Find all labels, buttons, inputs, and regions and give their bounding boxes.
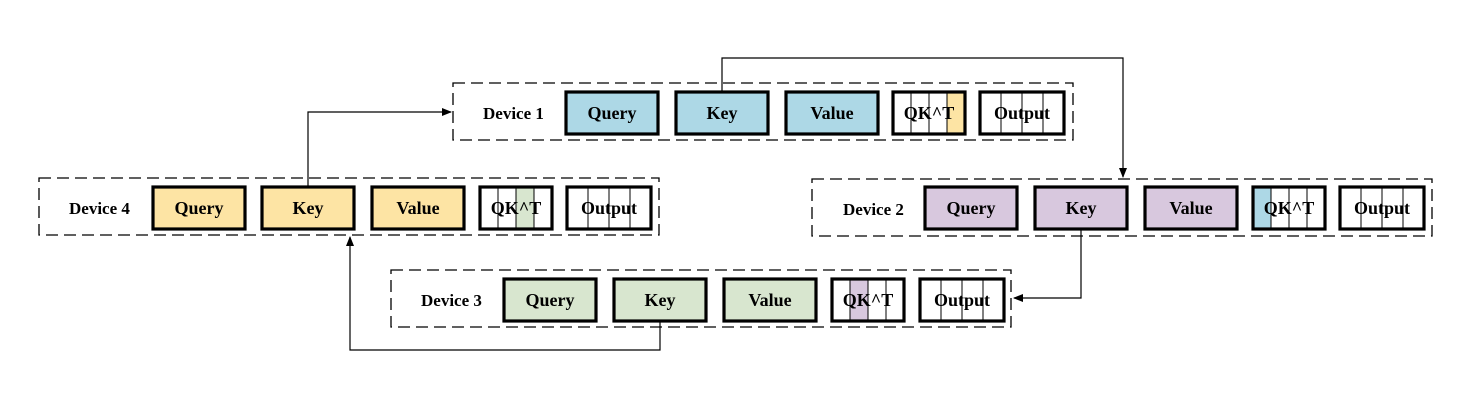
- device-2-frame: [811, 178, 1433, 237]
- device-1-output-label: Output: [994, 103, 1050, 123]
- device-1-output-block: Output: [978, 90, 1066, 136]
- device-1-query-block: [564, 90, 660, 136]
- device-3-key-label: Key: [645, 290, 676, 310]
- device-1-key-label: Key: [707, 103, 738, 123]
- device-4-qkt-block: QK^T: [478, 185, 554, 231]
- device-2-query-block: [923, 185, 1019, 231]
- device-4-value-block: [370, 185, 466, 231]
- device-2-output-block: Output: [1338, 185, 1426, 231]
- device-3-value-label: Value: [748, 290, 791, 310]
- device-3-output-block: Output: [918, 277, 1006, 323]
- device-4-query-label: Query: [175, 198, 224, 218]
- device-4-value-label: Value: [396, 198, 439, 218]
- arrow-device2-key-to-device3: [1013, 229, 1082, 302]
- device-1-frame: [452, 82, 1074, 141]
- device-3-qkt-block: QK^T: [830, 277, 906, 323]
- device-1-value-block: [784, 90, 880, 136]
- device-2-output-label: Output: [1354, 198, 1410, 218]
- arrow-device3-key-to-device4: [346, 236, 661, 351]
- device-2-query-label: Query: [947, 198, 996, 218]
- device-1-label: Device 1: [483, 104, 544, 123]
- device-3-query-block: [502, 277, 598, 323]
- device-4-frame: [38, 177, 660, 236]
- device-4-key-block: [260, 185, 356, 231]
- device-2-label: Device 2: [843, 200, 904, 219]
- device-3-query-label: Query: [526, 290, 575, 310]
- arrow-device4-key-to-device1: [307, 108, 452, 187]
- device-3-output-label: Output: [934, 290, 990, 310]
- device-3-group: Device 3 Query Key Value QK^T Output: [390, 269, 1012, 328]
- device-3-label: Device 3: [421, 291, 482, 310]
- device-2-value-label: Value: [1169, 198, 1212, 218]
- device-4-label: Device 4: [69, 199, 130, 218]
- device-2-key-label: Key: [1066, 198, 1097, 218]
- device-3-qkt-filled-segment: [850, 279, 868, 321]
- device-1-qkt-filled-segment: [947, 92, 965, 134]
- device-2-qkt-block: QK^T: [1251, 185, 1327, 231]
- device-2-qkt-filled-segment: [1253, 187, 1271, 229]
- arrow-device1-key-to-device2: [721, 57, 1127, 178]
- device-2-qkt-label: QK^T: [1264, 198, 1314, 218]
- device-3-qkt-label: QK^T: [843, 290, 893, 310]
- device-4-output-block: Output: [565, 185, 653, 231]
- device-1-qkt-block: QK^T: [891, 90, 967, 136]
- device-4-query-block: [151, 185, 247, 231]
- device-3-frame: [390, 269, 1012, 328]
- device-1-value-label: Value: [810, 103, 853, 123]
- device-4-key-label: Key: [293, 198, 324, 218]
- device-4-output-label: Output: [581, 198, 637, 218]
- device-1-qkt-label: QK^T: [904, 103, 954, 123]
- device-1-key-block: [674, 90, 770, 136]
- device-2-group: Device 2 Query Key Value QK^T Output: [811, 178, 1433, 237]
- device-2-value-block: [1143, 185, 1239, 231]
- device-4-qkt-label: QK^T: [491, 198, 541, 218]
- device-4-qkt-filled-segment: [516, 187, 534, 229]
- device-1-group: Device 1 Query Key Value QK^T Output: [452, 82, 1074, 141]
- device-1-query-label: Query: [588, 103, 637, 123]
- device-4-group: Device 4 Query Key Value QK^T Output: [38, 177, 660, 236]
- device-3-value-block: [722, 277, 818, 323]
